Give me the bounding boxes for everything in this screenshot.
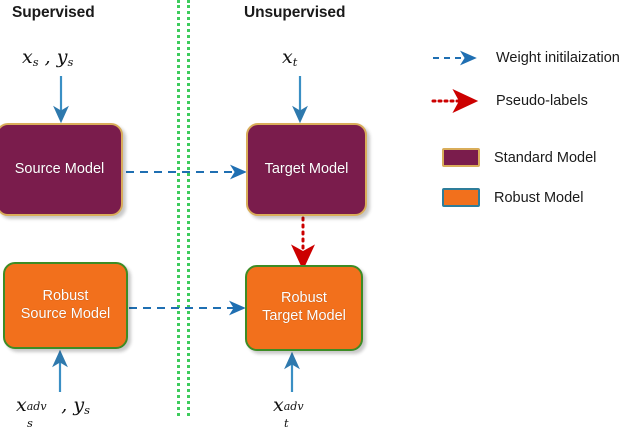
legend-label-weight-initialization: Weight initilaization (496, 50, 620, 66)
legend-swatch-robust-model-icon (442, 188, 480, 207)
node-robust-target-model-label: Robust Target Model (262, 290, 346, 325)
legend-label-pseudo-labels: Pseudo-labels (496, 93, 588, 109)
input-label-xt: xt (282, 46, 297, 69)
math-base-x-t: x (282, 46, 293, 68)
math-base-x-t-adv: x (273, 394, 284, 416)
legend-item-weight-initialization: Weight initilaization (430, 50, 620, 66)
node-robust-source-model-label: Robust Source Model (21, 288, 110, 323)
legend-swatch-standard-model-icon (442, 148, 480, 167)
math-separator: , (38, 46, 57, 68)
math-sup-adv: adv (283, 399, 304, 413)
math-base-y-s: y (56, 46, 68, 68)
column-header-supervised: Supervised (12, 4, 95, 21)
column-header-unsupervised: Unsupervised (244, 4, 346, 21)
node-robust-source-model-label-line2: Source Model (20, 305, 111, 322)
legend-item-pseudo-labels: Pseudo-labels (430, 93, 588, 109)
math-sub-s: s (26, 415, 33, 430)
node-source-model-label: Source Model (14, 160, 105, 177)
node-target-model-label: Target Model (264, 160, 349, 177)
legend-arrow-dashed-icon (430, 50, 482, 66)
math-base-x-s: x (22, 46, 33, 68)
math-separator: , (55, 394, 74, 416)
node-robust-source-model-label-line1: Robust (42, 287, 89, 304)
node-robust-target-model[interactable]: Robust Target Model (245, 265, 363, 351)
input-label-xs-ys: xs , ys (22, 46, 73, 69)
math-sub-s2: s (67, 55, 74, 70)
legend-item-standard-model: Standard Model (430, 148, 596, 167)
node-source-model[interactable]: Source Model (0, 123, 123, 216)
math-base-x-s-adv: x (16, 394, 27, 416)
math-sub-t: t (292, 55, 298, 70)
domain-divider-line-right (187, 0, 190, 416)
node-robust-target-model-label-line2: Target Model (262, 308, 346, 324)
math-sup-adv: adv (26, 399, 47, 413)
node-robust-source-model[interactable]: Robust Source Model (3, 262, 128, 349)
legend-label-robust-model: Robust Model (494, 189, 584, 206)
legend-label-standard-model: Standard Model (494, 149, 597, 166)
math-sub-t: t (283, 415, 289, 430)
math-sub-s: s (32, 55, 39, 70)
legend-arrow-dotted-icon (430, 93, 482, 109)
legend-item-robust-model: Robust Model (430, 188, 583, 207)
domain-divider-line-left (177, 0, 180, 416)
node-target-model[interactable]: Target Model (246, 123, 367, 216)
node-robust-target-model-label-line1: Robust (281, 290, 327, 307)
math-base-y-s: y (73, 394, 85, 416)
math-sub-s2: s (84, 403, 90, 418)
